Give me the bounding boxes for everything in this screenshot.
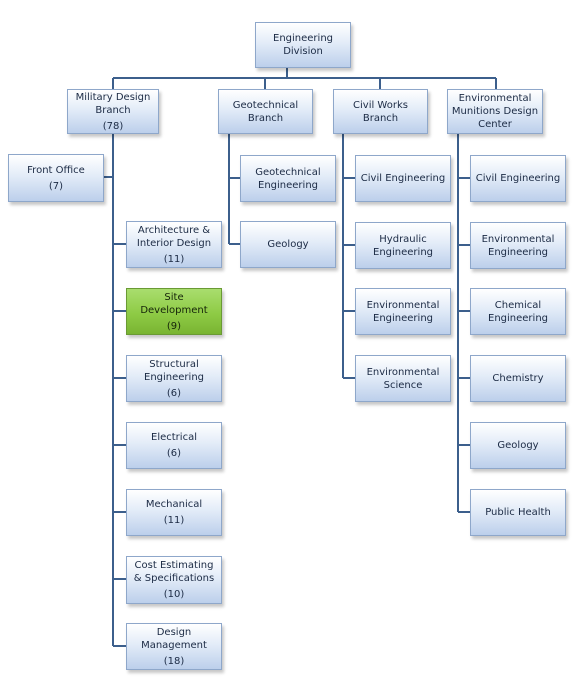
- node-geotech-geology: Geology: [240, 221, 336, 268]
- node-count: (11): [163, 253, 185, 265]
- node-label: Engineering Division: [273, 33, 333, 57]
- node-count: (9): [166, 320, 182, 332]
- node-label: Hydraulic Engineering: [373, 233, 433, 258]
- node-label: Front Office: [27, 164, 85, 176]
- node-front-office: Front Office (7): [8, 154, 104, 202]
- node-label: Civil Engineering: [475, 173, 561, 184]
- node-count: (78): [102, 120, 124, 132]
- node-architecture-interior-design: Architecture & Interior Design (11): [126, 221, 222, 268]
- node-count: (10): [163, 589, 185, 600]
- node-label: Structural Engineering: [144, 358, 204, 383]
- node-label: Environmental Engineering: [481, 233, 555, 258]
- node-mechanical: Mechanical (11): [126, 489, 222, 536]
- node-label: Geology: [497, 440, 539, 451]
- node-geotechnical-branch: Geotechnical Branch: [218, 89, 313, 134]
- node-environmental-science: Environmental Science: [355, 355, 451, 402]
- node-cost-estimating-specifications: Cost Estimating & Specifications (10): [126, 556, 222, 604]
- node-label: Public Health: [485, 507, 551, 518]
- node-label: Design Management: [141, 626, 207, 651]
- node-civil-civil-engineering: Civil Engineering: [355, 155, 451, 202]
- node-environmental-munitions-design-center: Environmental Munitions Design Center: [447, 89, 543, 134]
- node-label: Civil Works Branch: [353, 99, 408, 124]
- node-hydraulic-engineering: Hydraulic Engineering: [355, 222, 451, 269]
- node-chemistry: Chemistry: [470, 355, 566, 402]
- node-count: (11): [163, 515, 185, 526]
- node-env-civil-engineering: Civil Engineering: [470, 155, 566, 202]
- node-label: Site Development: [140, 291, 208, 316]
- node-count: (6): [166, 448, 182, 459]
- node-design-management: Design Management (18): [126, 623, 222, 670]
- node-electrical: Electrical (6): [126, 422, 222, 469]
- node-label: Architecture & Interior Design: [136, 224, 212, 249]
- node-label: Geotechnical Engineering: [255, 166, 321, 191]
- node-label: Chemical Engineering: [488, 299, 548, 324]
- node-structural-engineering: Structural Engineering (6): [126, 355, 222, 402]
- node-env-geology: Geology: [470, 422, 566, 469]
- node-label: Geotechnical Branch: [232, 99, 299, 124]
- node-label: Cost Estimating & Specifications: [133, 560, 215, 584]
- node-civil-environmental-engineering: Environmental Engineering: [355, 288, 451, 335]
- node-engineering-division: Engineering Division: [255, 22, 351, 68]
- node-count: (7): [48, 180, 64, 192]
- node-geotechnical-engineering: Geotechnical Engineering: [240, 155, 336, 202]
- node-label: Environmental Engineering: [366, 299, 440, 324]
- node-site-development: Site Development (9): [126, 288, 222, 335]
- node-env-environmental-engineering: Environmental Engineering: [470, 222, 566, 269]
- node-public-health: Public Health: [470, 489, 566, 536]
- node-label: Environmental Science: [366, 366, 440, 391]
- node-label: Environmental Munitions Design Center: [451, 93, 539, 130]
- node-label: Military Design Branch: [75, 91, 151, 116]
- node-label: Civil Engineering: [360, 173, 446, 184]
- node-count: (18): [163, 655, 185, 667]
- node-label: Chemistry: [492, 373, 544, 384]
- node-civil-works-branch: Civil Works Branch: [333, 89, 428, 134]
- node-label: Mechanical: [145, 499, 203, 510]
- node-military-design-branch: Military Design Branch (78): [67, 89, 159, 134]
- node-label: Electrical: [151, 432, 197, 443]
- node-label: Geology: [267, 239, 309, 250]
- node-count: (6): [166, 387, 182, 399]
- node-chemical-engineering: Chemical Engineering: [470, 288, 566, 335]
